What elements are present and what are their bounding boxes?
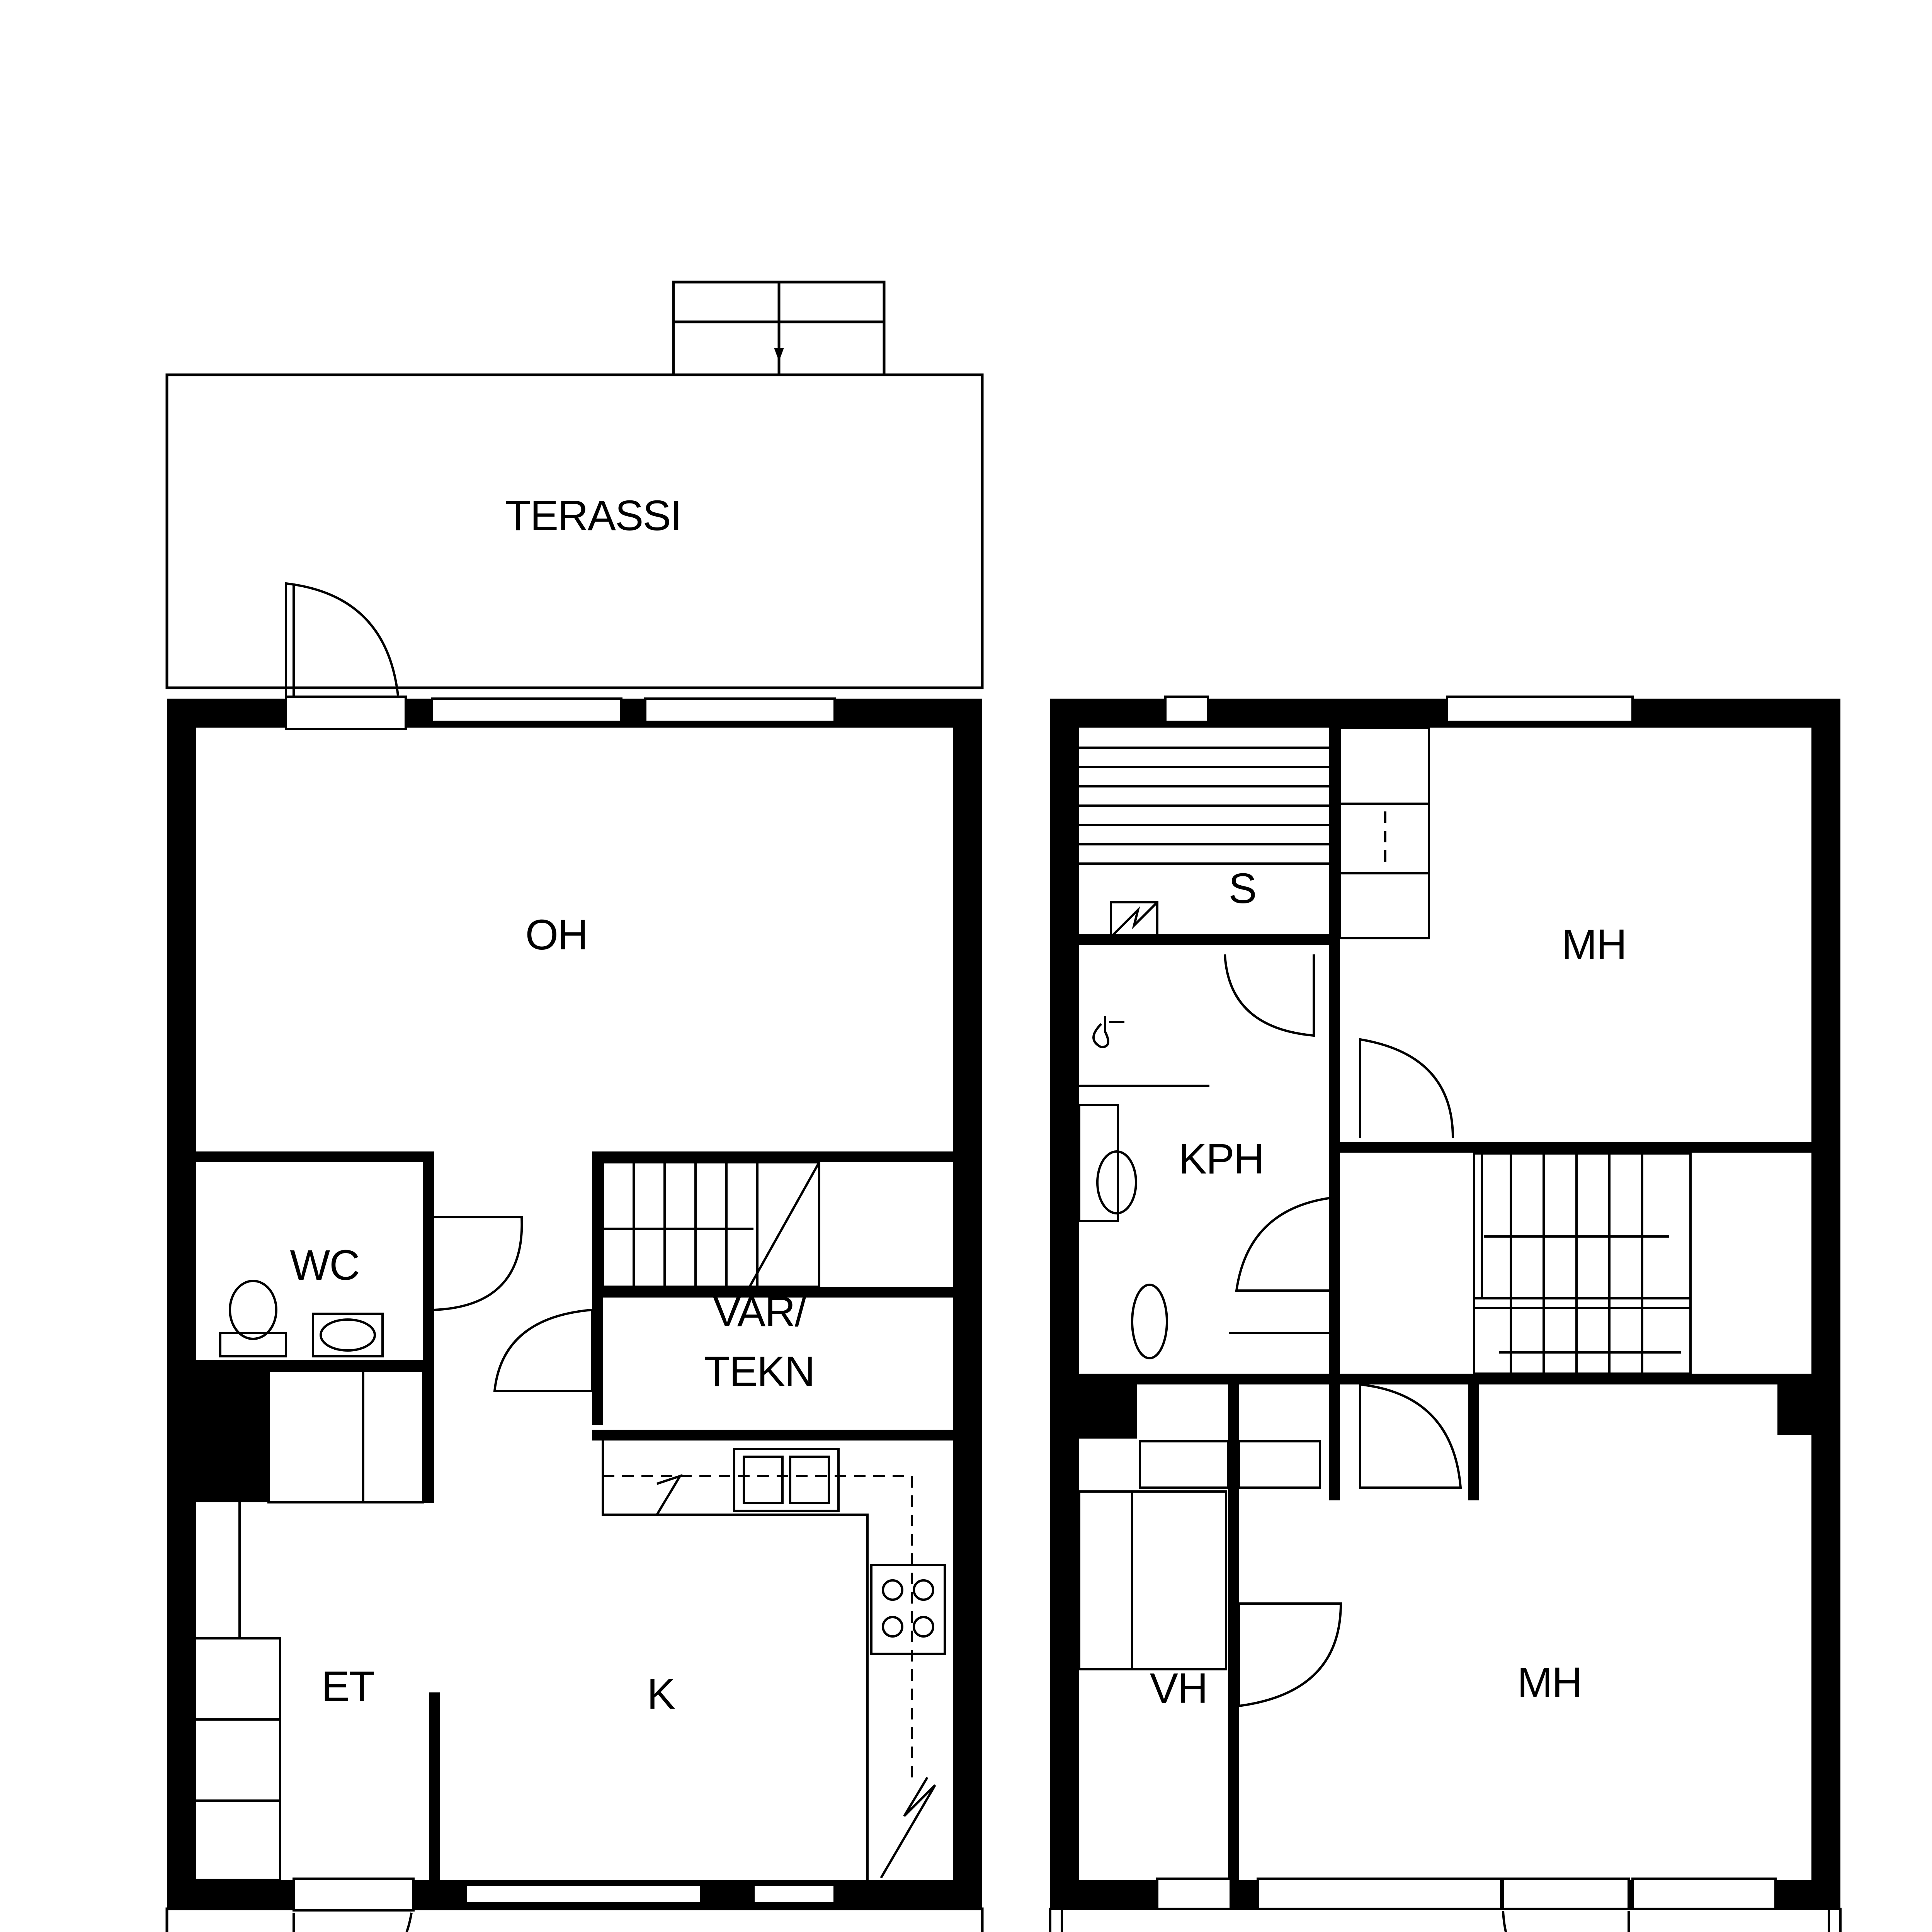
room-label-vh: VH (1150, 1665, 1208, 1712)
terrace-outline (165, 373, 984, 689)
room-label-terassi: TERASSI (505, 492, 682, 539)
room-label-s: S (1228, 865, 1257, 912)
room-label-tekn: TEKN (704, 1348, 815, 1395)
room-label-mh-lower: MH (1517, 1659, 1582, 1706)
floor2-walls (1050, 699, 1840, 1909)
room-label-et: ET (321, 1663, 375, 1710)
balcony-outer (1049, 1908, 1842, 1932)
floor1-walls (167, 699, 982, 1909)
room-label-wc: WC (290, 1242, 360, 1289)
room-label-k: K (647, 1670, 675, 1718)
terrace-steps (672, 281, 886, 376)
room-label-mh-upper: MH (1561, 921, 1627, 968)
front-yard-outline (165, 1907, 984, 1932)
room-label-var: VAR/ (713, 1288, 807, 1335)
sauna-bench (1079, 747, 1329, 865)
room-label-kph: KPH (1178, 1135, 1264, 1183)
room-label-oh: OH (525, 911, 588, 959)
balcony-inner (1061, 1908, 1830, 1932)
